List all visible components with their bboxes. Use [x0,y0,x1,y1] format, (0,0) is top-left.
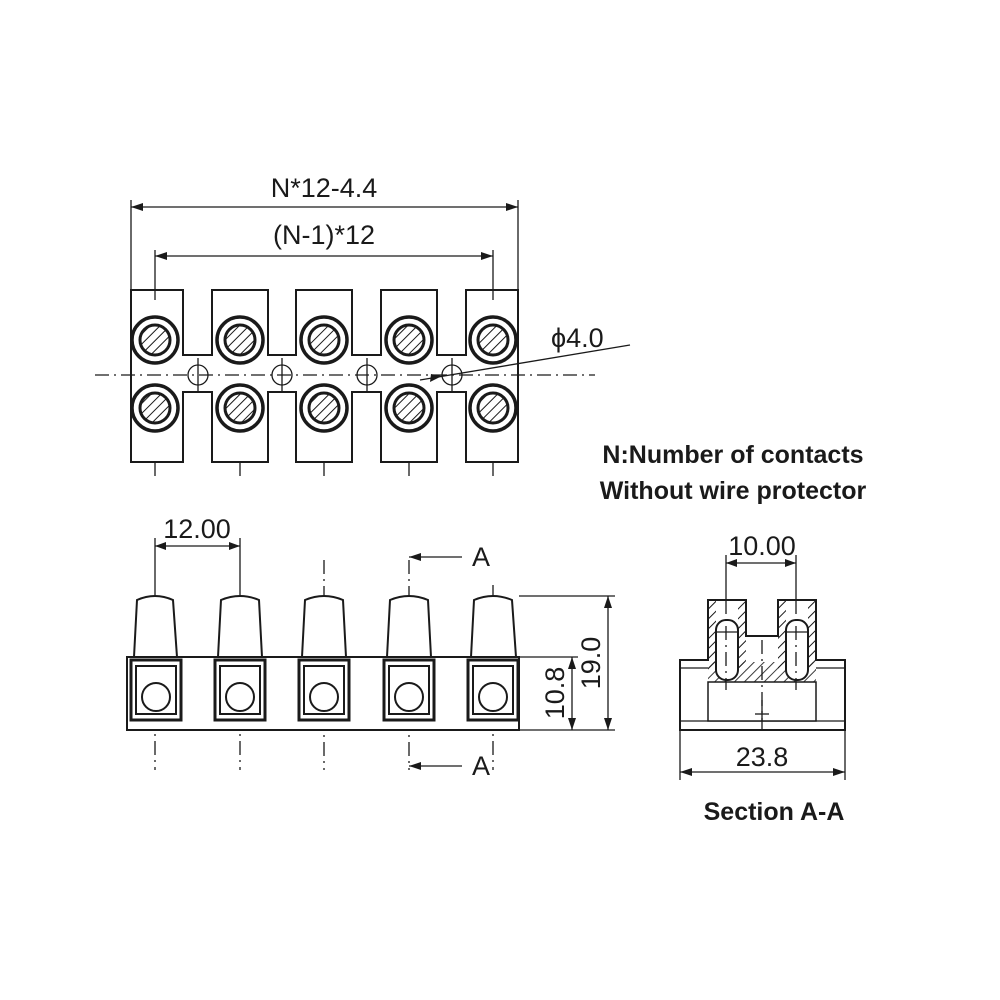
section-screw-bores [715,619,809,681]
screw-bottom-4 [384,383,434,433]
front-towers [132,595,518,658]
dim-height-body-label: 10.8 [540,667,570,720]
dimension-section-width: 23.8 [679,730,846,780]
dimension-overall-width: N*12-4.4 [130,173,519,290]
screw-row-top [130,315,518,365]
top-vertical-centerlines [154,462,494,480]
section-markers: A A [409,542,490,781]
dim-pitch-label: 12.00 [163,514,231,544]
section-title: Section A-A [704,798,845,826]
note-wire-protector: Without wire protector [600,477,867,505]
notes: N:Number of contacts Without wire protec… [600,441,867,505]
dim-overall-label: N*12-4.4 [271,173,378,203]
dim-height-total-label: 19.0 [576,637,606,690]
front-view: 12.00 [126,514,615,781]
screw-top-2 [215,315,265,365]
section-mark-top: A [472,542,490,572]
front-wire-entries [129,658,520,722]
dimension-hole-diameter: ϕ4.0 [419,323,631,382]
section-view: 10.00 [679,531,846,826]
screw-bottom-3 [299,383,349,433]
screw-top-4 [384,315,434,365]
note-number-of-contacts: N:Number of contacts [602,441,863,469]
screw-bottom-1 [130,383,180,433]
screw-row-bottom [130,383,518,433]
mounting-holes [187,358,463,392]
top-view: N*12-4.4 (N-1)*12 [95,173,631,480]
screw-bottom-5 [468,383,518,433]
screw-top-3 [299,315,349,365]
dim-screw-spacing-label: 10.00 [728,531,796,561]
dim-hole-label: ϕ4.0 [551,323,604,353]
dim-pitch-total-label: (N-1)*12 [273,220,375,250]
top-body-outline [130,289,519,463]
dimension-pitch-total: (N-1)*12 [154,220,494,300]
section-mark-bottom: A [472,751,490,781]
dimension-pitch: 12.00 [154,514,241,585]
screw-bottom-2 [215,383,265,433]
dimension-screw-spacing: 10.00 [725,531,797,600]
dim-section-width-label: 23.8 [736,742,789,772]
screw-top-5 [468,315,518,365]
dimension-heights: 19.0 10.8 [519,595,615,731]
screw-top-1 [130,315,180,365]
